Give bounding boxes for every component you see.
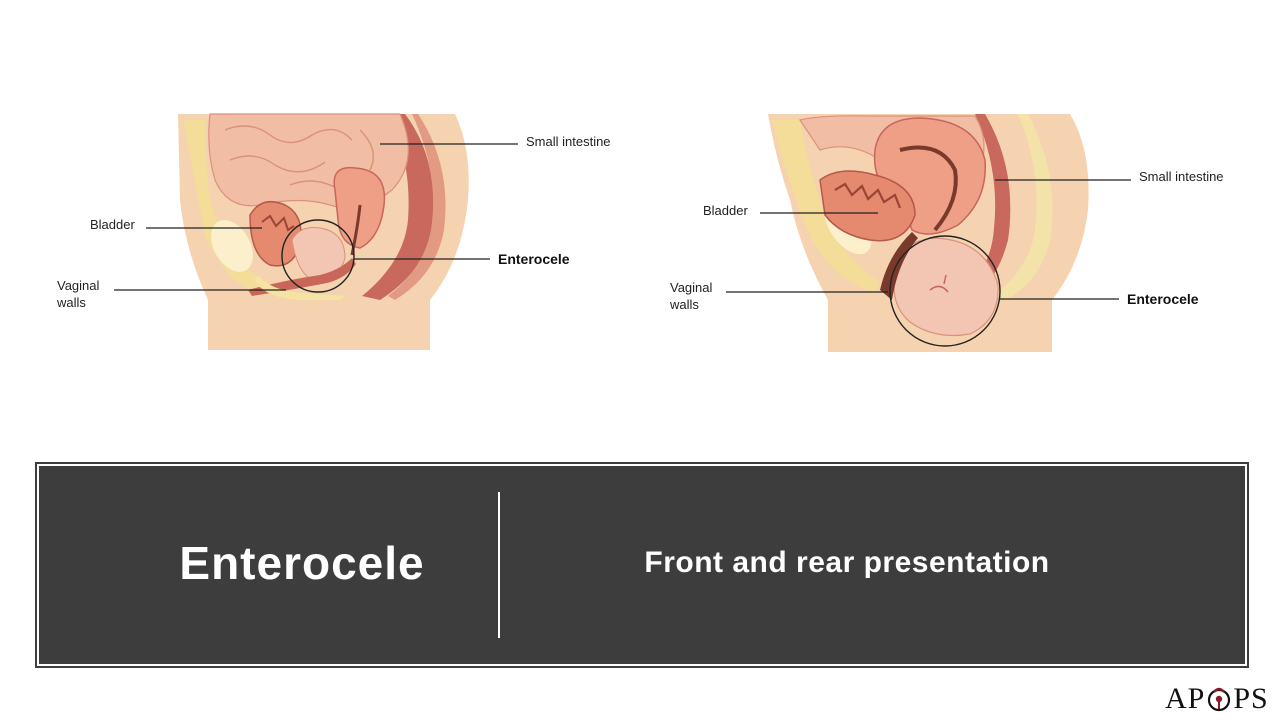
logo-text-right: PS: [1233, 682, 1269, 715]
left-enterocele-label: Enterocele: [498, 251, 570, 267]
apops-logo: AP PS: [1165, 682, 1269, 716]
right-anatomy-figure: [726, 114, 1131, 352]
logo-text-left: AP: [1165, 682, 1206, 715]
left-vaginal-walls-label: Vaginal walls: [57, 278, 100, 310]
right-vaginal-walls-label: Vaginal walls: [670, 280, 713, 312]
slide-title: Enterocele: [179, 537, 425, 589]
slide-subtitle: Front and rear presentation: [644, 546, 1050, 579]
anatomy-illustrations: [114, 113, 1131, 352]
right-bladder-label: Bladder: [703, 203, 748, 218]
right-enterocele-label: Enterocele: [1127, 291, 1199, 307]
right-small-intestine-label: Small intestine: [1139, 169, 1224, 184]
left-small-intestine-label: Small intestine: [526, 134, 611, 149]
anatomy-diagrams: Small intestine Bladder Vaginal walls En…: [57, 113, 1224, 352]
left-anatomy-figure: [114, 113, 518, 350]
title-divider: [498, 492, 500, 638]
left-bladder-label: Bladder: [90, 217, 135, 232]
title-panel: Enterocele Front and rear presentation: [35, 462, 1249, 668]
logo-mark-icon: [1206, 684, 1232, 714]
